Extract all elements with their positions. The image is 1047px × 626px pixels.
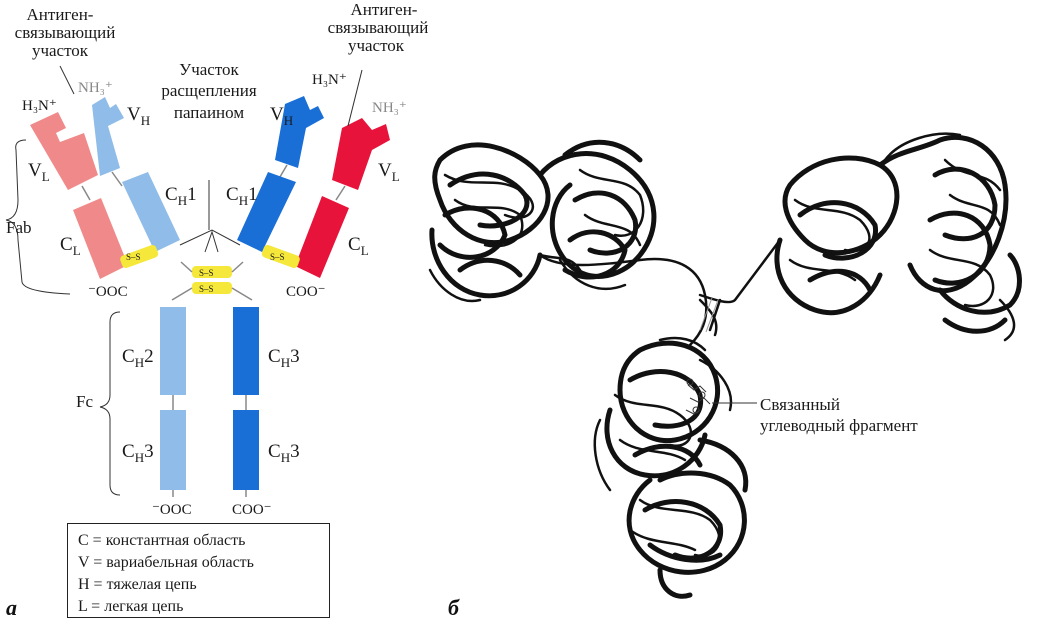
ch3-right-label: CH3: [268, 441, 300, 465]
left-light-chain: [30, 112, 128, 279]
left-heavy-chain: [92, 97, 180, 252]
ch3-left-label: CH3: [122, 441, 154, 465]
antigen-site-left-line1: Антиген-: [27, 5, 94, 24]
antigen-pointer-right: [347, 69, 363, 127]
ch2-right-domain: [233, 307, 259, 395]
fab-label: Fab: [6, 218, 32, 237]
vl-left-domain: [30, 112, 98, 190]
vl-right-domain: [332, 118, 390, 190]
antigen-site-right-line1: Антиген-: [351, 0, 418, 19]
vl-right-label: VL: [378, 160, 400, 184]
antigen-pointer-left: [59, 65, 75, 95]
right-heavy-chain: [237, 96, 324, 252]
disulfide-bonds: [120, 244, 300, 294]
h3n-left-label: H₃N⁺: [22, 98, 57, 114]
papain-site-line3: папаином: [174, 103, 244, 122]
antigen-site-right-line2: связывающий: [328, 18, 429, 37]
ch1-right-label: CH1: [226, 184, 258, 208]
coo-right-label: COO⁻: [286, 284, 326, 300]
cl-left-domain: [73, 198, 128, 279]
panel-a-label: а: [6, 595, 17, 620]
fc-brace: [99, 311, 121, 496]
legend-box: C = константная область V = вариабельная…: [67, 523, 330, 618]
ch3-right-domain: [233, 410, 259, 490]
ch1-left-label: CH1: [165, 184, 197, 208]
ss-hinge-2-label: S–S: [199, 284, 214, 294]
ss-left-label: S–S: [126, 252, 141, 262]
carbohydrate-fragment: [685, 378, 711, 415]
right-light-chain: [295, 118, 390, 278]
h3n-right-label: H₃N⁺: [312, 72, 347, 88]
nh3-left-label: NH₃⁺: [78, 80, 113, 96]
ch1-right-domain: [237, 172, 296, 252]
ch2-left-label: CH2: [122, 346, 154, 370]
nh3-right-label: NH₃⁺: [372, 100, 407, 116]
panel-b-label: б: [448, 595, 460, 620]
legend-item-variable: V = вариабельная область: [78, 554, 254, 571]
cl-left-label: CL: [60, 234, 81, 258]
ss-hinge-1-label: S–S: [199, 268, 214, 278]
vh-left-label: VH: [127, 104, 150, 128]
fab-brace: [5, 139, 71, 295]
cl-right-label: CL: [348, 234, 369, 258]
ch3-left-domain: [160, 410, 186, 490]
ribbon-structure: [428, 132, 1022, 599]
vh-right-label: VH: [270, 104, 293, 128]
legend-item-light: L = легкая цепь: [78, 598, 184, 615]
vh-right-domain: [275, 96, 324, 168]
fc-region: [160, 307, 259, 497]
antigen-site-right-line3: участок: [348, 36, 405, 55]
ooc-left-label: ⁻OOC: [88, 284, 128, 300]
ch1-left-domain: [122, 172, 180, 252]
vh-left-domain: [92, 97, 124, 176]
papain-site-line1: Участок: [179, 60, 239, 79]
legend-item-constant: C = константная область: [78, 532, 246, 549]
carbohydrate-label-line1: Связанный: [760, 395, 840, 414]
hinge-region: [179, 229, 241, 253]
fc-label: Fc: [76, 392, 93, 411]
antigen-site-left-line3: участок: [32, 41, 89, 60]
coo-bottom-label: COO⁻: [232, 502, 272, 518]
ch2-left-domain: [160, 307, 186, 395]
ooc-bottom-label: ⁻OOC: [152, 502, 192, 518]
cl-right-domain: [295, 196, 349, 278]
carbohydrate-label-line2: углеводный фрагмент: [760, 416, 918, 435]
ss-right-label: S–S: [270, 252, 285, 262]
papain-site-line2: расщепления: [161, 81, 257, 100]
legend-item-heavy: H = тяжелая цепь: [78, 576, 197, 593]
vl-left-label: VL: [28, 160, 50, 184]
antigen-site-left-line2: связывающий: [15, 23, 116, 42]
ch3-right-top-label: CH3: [268, 346, 300, 370]
